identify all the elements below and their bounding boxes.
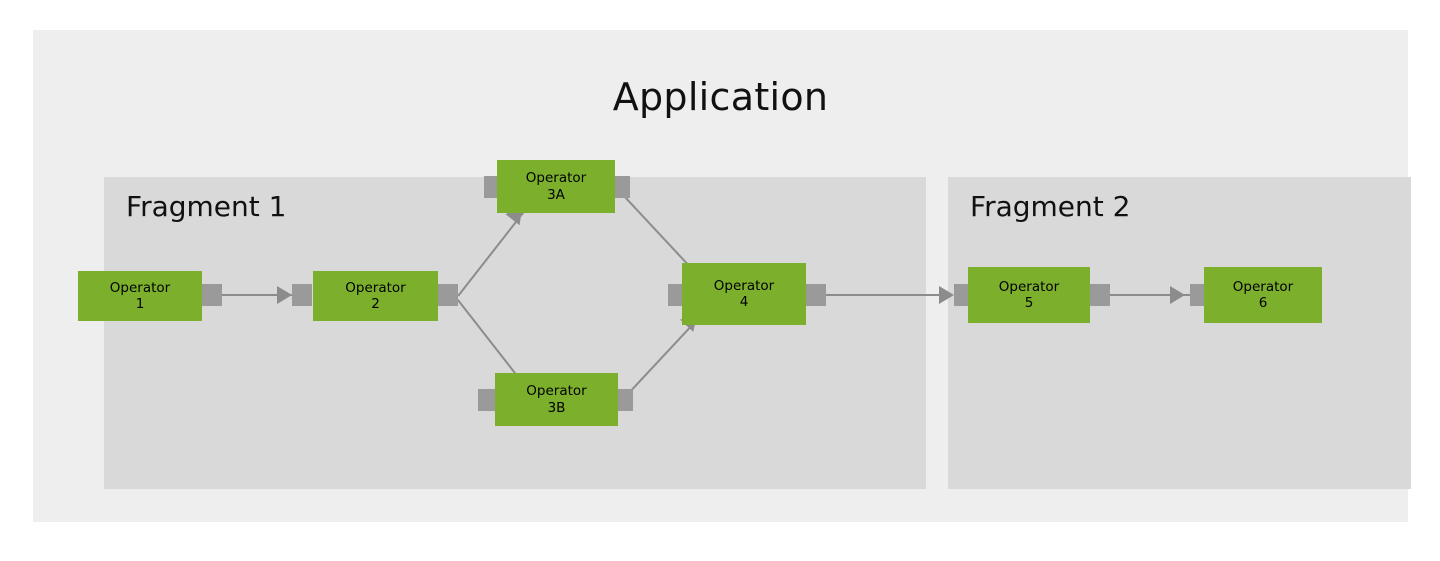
- fragment-1-panel: Fragment 1: [104, 177, 926, 489]
- edge-line-5-to-6: [1108, 294, 1200, 296]
- edge-arrow-4-to-5: [939, 286, 954, 304]
- operator-4-node[interactable]: Operator 4: [682, 263, 806, 325]
- operator-5-node[interactable]: Operator 5: [968, 267, 1090, 323]
- operator-3b-node[interactable]: Operator 3B: [495, 373, 618, 426]
- operator-1-node[interactable]: Operator 1: [78, 271, 202, 321]
- operator-2-node[interactable]: Operator 2: [313, 271, 438, 321]
- operator-5-name: Operator: [998, 278, 1060, 295]
- application-title: Application: [612, 75, 829, 119]
- edge-arrow-1-to-2: [277, 286, 292, 304]
- operator-3a-name: Operator: [525, 170, 587, 187]
- operator-2-name: Operator: [345, 279, 406, 296]
- port-operator-2-out[interactable]: [438, 284, 458, 306]
- operator-3b-name: Operator: [526, 383, 587, 400]
- edge-line-4-to-5: [824, 294, 952, 296]
- port-operator-5-out[interactable]: [1090, 284, 1110, 306]
- operator-4-id: 4: [739, 294, 749, 310]
- port-operator-2-in[interactable]: [292, 284, 312, 306]
- operator-3b-id: 3B: [547, 399, 566, 416]
- port-operator-3b-out[interactable]: [613, 389, 633, 411]
- operator-6-name: Operator: [1232, 278, 1294, 295]
- operator-4-name: Operator: [713, 277, 775, 294]
- operator-6-node[interactable]: Operator 6: [1204, 267, 1322, 323]
- edge-arrow-5-to-6: [1170, 286, 1185, 304]
- port-operator-3a-out[interactable]: [610, 176, 630, 198]
- operator-1-id: 1: [135, 296, 145, 312]
- operator-6-id: 6: [1258, 295, 1268, 311]
- operator-5-id: 5: [1024, 295, 1034, 311]
- application-container: Application Fragment 1 Fragment 2: [33, 30, 1411, 522]
- port-operator-1-out[interactable]: [202, 284, 222, 306]
- fragment-2-label: Fragment 2: [970, 190, 1131, 223]
- operator-3a-id: 3A: [547, 186, 565, 203]
- edge-line-1-to-2: [220, 294, 292, 296]
- fragment-1-label: Fragment 1: [126, 190, 287, 223]
- port-operator-3b-in[interactable]: [478, 389, 498, 411]
- operator-3a-node[interactable]: Operator 3A: [497, 160, 615, 213]
- operator-1-name: Operator: [109, 279, 171, 296]
- port-operator-4-out[interactable]: [806, 284, 826, 306]
- operator-2-id: 2: [371, 296, 380, 312]
- fragment-2-panel: Fragment 2: [948, 177, 1411, 489]
